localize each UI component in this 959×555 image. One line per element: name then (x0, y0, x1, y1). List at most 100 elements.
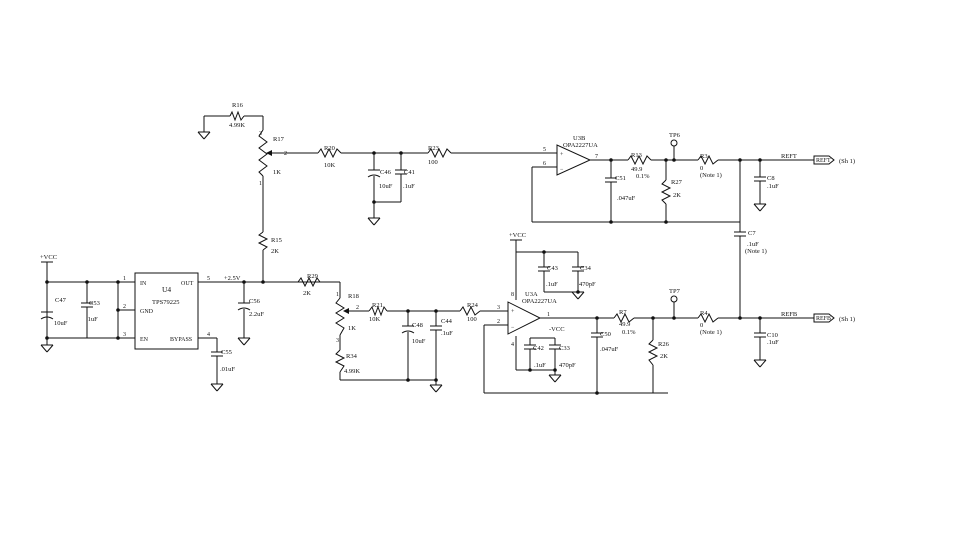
r27-value: 2K (673, 192, 681, 199)
r18-ref: R18 (348, 293, 359, 300)
c34-value: 470pF (579, 281, 596, 288)
minus-sign: − (560, 167, 564, 173)
c44-ref: C44 (441, 318, 453, 325)
r20-value: 10K (324, 162, 336, 169)
r21-value: 10K (369, 316, 381, 323)
c42-value: .1uF (534, 362, 546, 369)
refb-connector-label: REFB (816, 316, 831, 322)
opamp-a-ref: U3A (525, 291, 538, 298)
c56-ref: C56 (249, 298, 261, 305)
offsheet-connectors: REFT (Sh 1) REFT REFB (Sh 1) REFB (781, 153, 855, 323)
tp7-label: TP7 (669, 288, 681, 295)
c34-ref: C34 (580, 265, 592, 272)
r34-ref: R34 (346, 353, 358, 360)
c55-ref: C55 (221, 349, 232, 356)
r29-value: 2K (303, 290, 311, 297)
r26-value: 2K (660, 353, 668, 360)
reft-connector-label: REFT (816, 158, 831, 164)
r13-ref: R13 (631, 152, 642, 159)
r4-ref: R4 (700, 310, 708, 317)
r4-note: (Note 1) (700, 329, 722, 336)
r15-value: 2K (271, 248, 279, 255)
c46-ref: C46 (380, 169, 392, 176)
c44-value: .1uF (441, 330, 453, 337)
c56-value: 2.2uF (249, 311, 264, 318)
r3-value: 0 (700, 165, 703, 172)
plus-sign: + (560, 152, 564, 158)
r3-ref: R3 (700, 153, 708, 160)
c50-ref: C50 (600, 331, 611, 338)
r13-tolerance: 0.1% (636, 173, 650, 180)
tp6-label: TP6 (669, 132, 681, 139)
pin-number: 7 (595, 154, 598, 160)
c42-ref: C42 (533, 345, 544, 352)
opamp-b-part: OPA2227UA (563, 142, 598, 149)
vcc-label-opamp: +VCC (509, 232, 526, 239)
pin-bypass-label: BYPASS (170, 337, 192, 343)
pin-number: 2 (356, 305, 359, 311)
c7-ref: C7 (748, 230, 756, 237)
refb-sheet-ref: (Sh 1) (839, 316, 855, 323)
c33-ref: C33 (559, 345, 570, 352)
opamp-u3b: + − U3B OPA2227UA 5 6 7 (543, 135, 598, 176)
c43-value: .1uF (546, 281, 558, 288)
pin-number: 2 (497, 319, 500, 325)
c33-value: 470pF (559, 362, 576, 369)
testpoints: TP6 TP7 (669, 132, 681, 303)
plus-sign: + (511, 309, 515, 315)
r7-ref: R7 (619, 309, 627, 316)
r26-ref: R26 (658, 341, 670, 348)
pin-number: 5 (543, 147, 546, 153)
r16-ref: R16 (232, 102, 244, 109)
c8-ref: C8 (767, 175, 775, 182)
r17-value: 1K (273, 169, 281, 176)
pin-number: 3 (259, 131, 262, 137)
c53-ref: C53 (89, 300, 100, 307)
r27-ref: R27 (671, 179, 683, 186)
r20-ref: R20 (324, 145, 335, 152)
c47-ref: C47 (55, 297, 67, 304)
pin-number: 3 (497, 305, 500, 311)
r15-ref: R15 (271, 237, 282, 244)
pin-number: 8 (511, 292, 514, 298)
regulator-pin-number: 3 (123, 332, 126, 338)
r7-value: 49.9 (619, 321, 630, 328)
reft-sheet-ref: (Sh 1) (839, 158, 855, 165)
pin-gnd-label: GND (140, 309, 154, 315)
component-labels: R16 4.99K R17 1K 3 2 1 R15 2K R20 10K R2… (54, 102, 779, 375)
r34-value: 4.99K (344, 368, 360, 375)
regulator-pin-number: 1 (123, 276, 126, 282)
c7-note: (Note 1) (745, 248, 767, 255)
pin-out-label: OUT (181, 281, 194, 287)
c10-ref: C10 (767, 332, 778, 339)
r24-value: 100 (467, 316, 477, 323)
c7-value: .1uF (747, 241, 759, 248)
c48-value: 10uF (412, 338, 426, 345)
regulator-ref: U4 (162, 285, 171, 294)
vcc-label: +VCC (40, 254, 57, 261)
c41-value: .1uF (403, 183, 415, 190)
c53-value: .1uF (86, 316, 98, 323)
c10-value: .1uF (767, 339, 779, 346)
r23-value: 100 (428, 159, 438, 166)
c43-ref: C43 (547, 265, 558, 272)
r17-ref: R17 (273, 136, 285, 143)
resistors (229, 110, 719, 373)
r18-value: 1K (348, 325, 356, 332)
regulator-pin-number: 2 (123, 304, 126, 310)
regulator-pin-number: 4 (207, 332, 210, 338)
pin-number: 2 (284, 151, 287, 157)
minus-sign: − (511, 325, 515, 331)
c46-value: 10uF (379, 183, 393, 190)
r29-ref: R29 (307, 273, 318, 280)
pin-in-label: IN (140, 281, 147, 287)
pin-number: 3 (336, 338, 339, 344)
c50-value: .047uF (600, 346, 619, 353)
r4-value: 0 (700, 322, 703, 329)
pin-number: 1 (336, 292, 339, 298)
c51-value: .047uF (617, 195, 636, 202)
r24-ref: R24 (467, 302, 479, 309)
reft-net-label: REFT (781, 153, 797, 160)
c41-ref: C41 (404, 169, 415, 176)
